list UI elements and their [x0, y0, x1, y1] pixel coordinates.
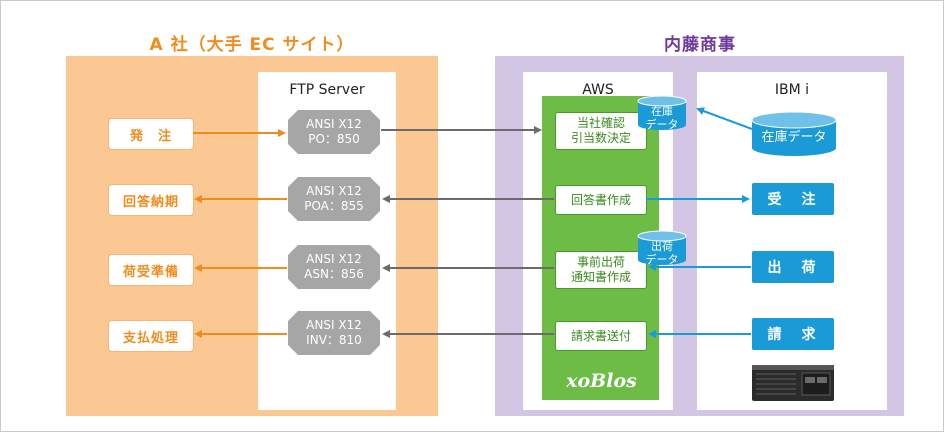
step-line-2: 引当数決定: [570, 131, 631, 145]
edi-doc-label: POA：855: [304, 199, 364, 213]
ship-small-label-1: 出荷: [651, 239, 673, 253]
payment-processing-box: 支払処理: [108, 320, 194, 352]
company-a-title: A 社（大手 EC サイト）: [149, 35, 355, 55]
xoblos-logo: xoBlos: [566, 370, 637, 392]
step-line-1: 回答書作成: [570, 192, 631, 207]
edi-poa-855: ANSI X12 POA：855: [288, 177, 380, 221]
ibm-i-server-icon: [752, 365, 834, 401]
ship-small-label-2: データ: [646, 252, 679, 266]
step-line-1: 当社確認: [576, 116, 625, 130]
edi-doc-label: PO：850: [308, 132, 360, 146]
edi-doc-label: ASN：856: [304, 267, 364, 281]
edi-standard-label: ANSI X12: [306, 184, 362, 198]
step-line-1: 事前出荷: [576, 255, 625, 269]
edi-standard-label: ANSI X12: [306, 117, 362, 131]
shipment-box: 出 荷: [752, 251, 834, 283]
stock-small-label-2: データ: [646, 117, 679, 131]
stock-data-database-icon: 在庫データ: [751, 111, 837, 156]
stock-large-label: 在庫データ: [761, 129, 826, 145]
create-asn-step: 事前出荷 通知書作成: [555, 251, 647, 289]
reply-delivery-box: 回答納期: [108, 184, 194, 216]
edi-po-850: ANSI X12 PO：850: [288, 110, 380, 154]
billing-box: 請 求: [752, 318, 834, 350]
stock-data-small-database-icon: 在庫 データ: [637, 95, 687, 131]
stock-small-label-1: 在庫: [651, 104, 673, 118]
ship-data-small-database-icon: 出荷 データ: [637, 230, 687, 266]
aws-label: AWS: [582, 82, 614, 98]
ftp-server-label: FTP Server: [289, 82, 365, 98]
create-reply-step: 回答書作成: [555, 185, 647, 215]
edi-asn-856: ANSI X12 ASN：856: [288, 245, 380, 289]
send-invoice-step: 請求書送付: [555, 321, 647, 351]
order-box: 発 注: [108, 118, 194, 150]
edi-standard-label: ANSI X12: [306, 252, 362, 266]
receiving-prep-box: 荷受準備: [108, 254, 194, 286]
ibm-i-label: IBM i: [774, 82, 810, 98]
arrow-stock-db-to-aws: [696, 107, 753, 130]
naito-title: 内藤商事: [664, 35, 736, 55]
confirm-allocation-step: 当社確認 引当数決定: [555, 112, 647, 150]
receive-order-box: 受 注: [752, 183, 834, 215]
edi-inv-810: ANSI X12 INV：810: [288, 311, 380, 355]
step-line-1: 請求書送付: [570, 328, 631, 343]
edi-doc-label: INV：810: [306, 333, 362, 347]
edi-standard-label: ANSI X12: [306, 318, 362, 332]
step-line-2: 通知書作成: [570, 270, 631, 284]
